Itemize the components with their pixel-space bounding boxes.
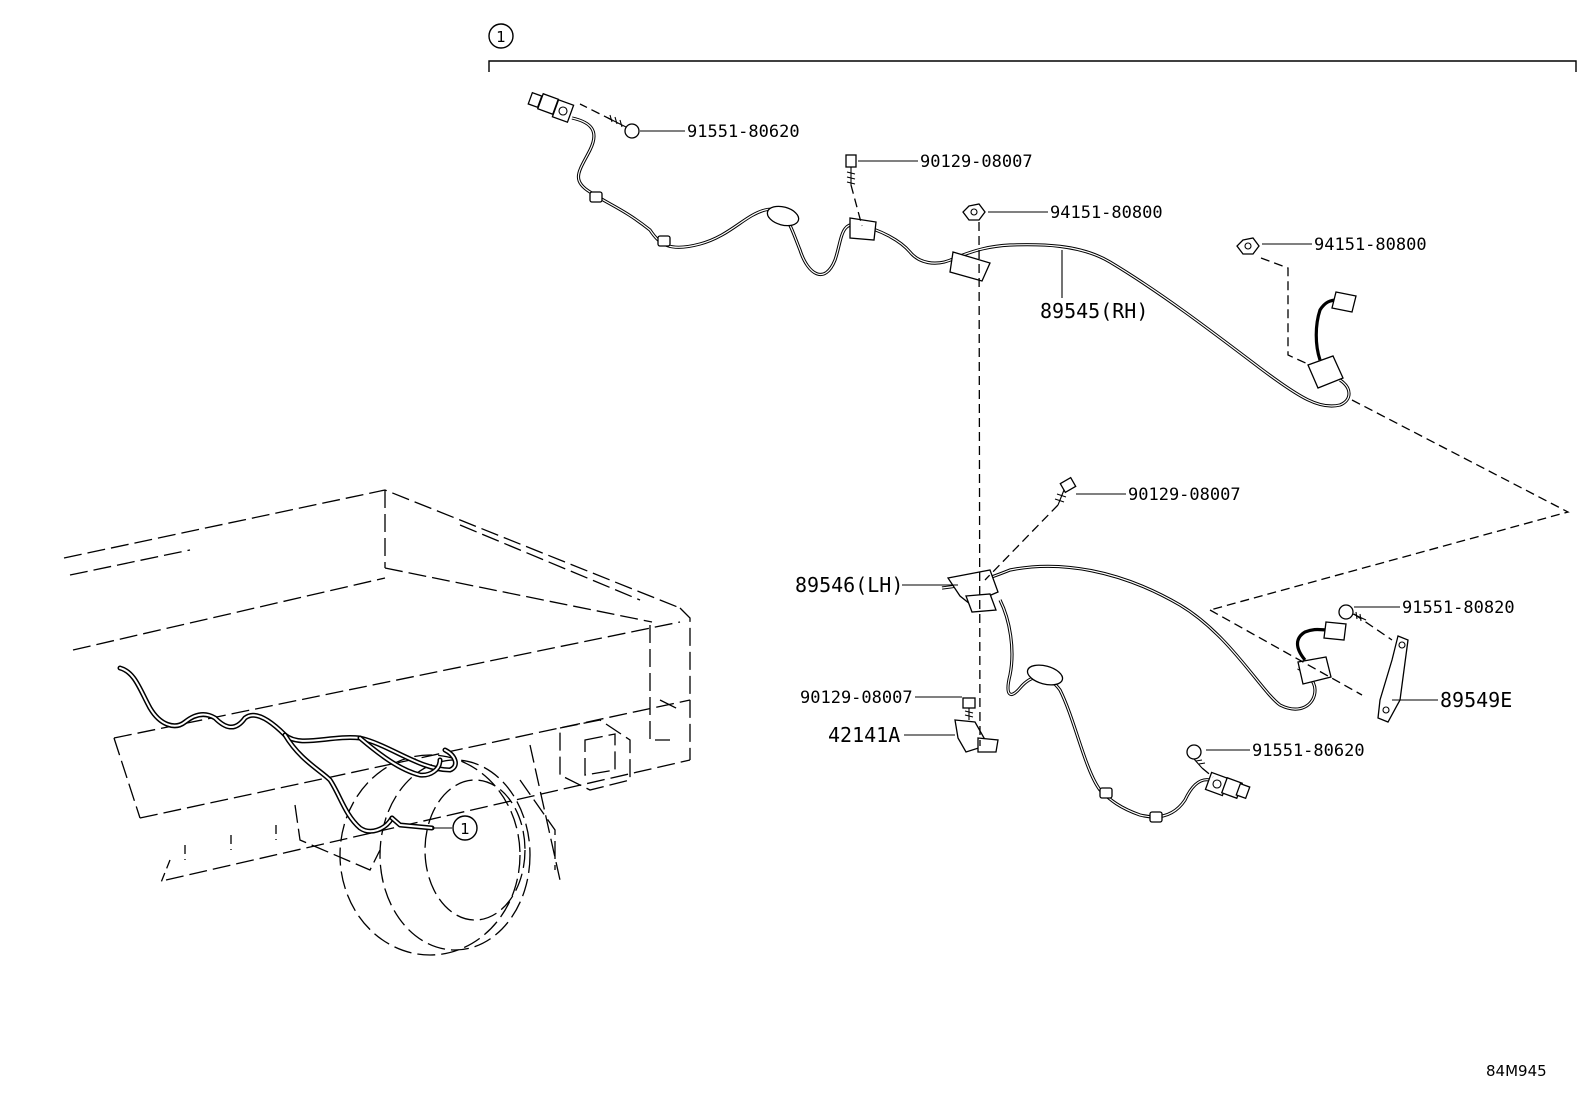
vehicle-marker-label: 1 — [460, 820, 470, 838]
callout-clamp-bolt-mid: 90129-08007 — [1128, 485, 1241, 505]
speed-sensor-lh — [941, 564, 1347, 823]
callout-clamp-bolt-low: 90129-08007 — [800, 688, 913, 708]
alignment-lines — [579, 103, 1570, 778]
clamp-bolt-mid-icon — [1054, 476, 1077, 506]
clamp-bolt-low-icon — [962, 697, 976, 720]
callout-clamp-bolt-top: 90129-08007 — [920, 152, 1033, 172]
callout-bracket: 89549E — [1440, 688, 1512, 712]
callout-clamp: 42141A — [828, 723, 900, 747]
callout-labels: 91551-80620 90129-08007 94151-80800 9415… — [687, 122, 1515, 761]
clamp-42141a — [954, 719, 999, 753]
leader-lines — [640, 130, 1438, 751]
nut-center-icon — [962, 203, 986, 221]
truck-bed-illustration: 1 — [63, 489, 691, 956]
group-marker-label: 1 — [496, 28, 506, 46]
callout-sensor-rh-bolt: 91551-80620 — [687, 122, 800, 142]
sensor-head-rh-front — [527, 91, 575, 124]
callout-nut-center: 94151-80800 — [1050, 203, 1163, 223]
callout-bolt-89549: 91551-80820 — [1402, 598, 1515, 618]
clamp-bolt-top-icon — [845, 154, 857, 185]
group-bracket: 1 — [488, 23, 1577, 72]
callout-sensor-lh-bolt: 91551-80620 — [1252, 741, 1365, 761]
bracket-89549e — [1377, 635, 1409, 723]
group-marker-circle — [488, 23, 514, 49]
vehicle-marker-circle — [452, 815, 478, 841]
callout-nut-right: 94151-80800 — [1314, 235, 1427, 255]
bolt-top-icon — [607, 114, 640, 139]
fasteners — [607, 114, 1367, 769]
sensor-head-lh — [1204, 771, 1251, 800]
figure-code: 84M945 — [1486, 1062, 1547, 1080]
callout-sensor-rh: 89545(RH) — [1040, 299, 1148, 323]
nut-right-icon — [1236, 237, 1260, 255]
callout-sensor-lh: 89546(LH) — [795, 573, 903, 597]
speed-sensor-rh — [527, 91, 1357, 408]
bolt-lh-icon — [1186, 744, 1206, 769]
